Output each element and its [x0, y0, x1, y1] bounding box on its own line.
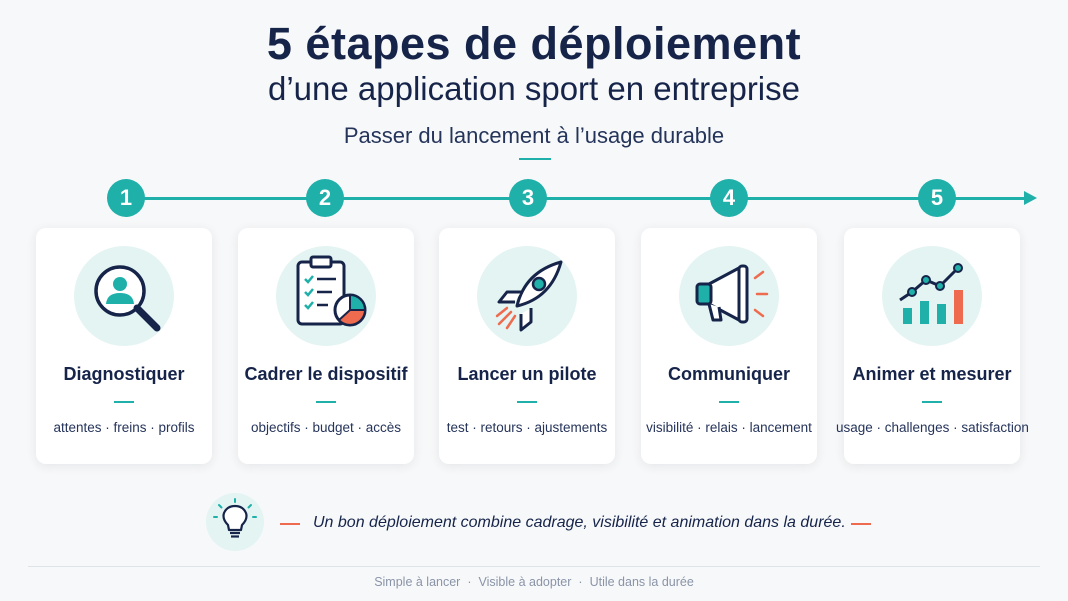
footer: Simple à lancer · Visible à adopter · Utile …	[0, 575, 1068, 589]
megaphone-icon	[679, 246, 779, 346]
page-subtitle: d’une application sport en entreprise	[267, 70, 800, 107]
clipboard-chart-icon	[276, 246, 376, 346]
rocket-icon	[477, 246, 577, 346]
step-dash-5	[922, 401, 942, 403]
footer-item-3: Utile dans la durée	[589, 575, 694, 589]
timeline-line	[128, 197, 1026, 200]
footer-divider	[28, 566, 1040, 567]
step-dash-3	[517, 401, 537, 403]
step-card-4: Communiquer visibilité · relais · lancem…	[641, 228, 817, 464]
quote-dash-right	[851, 523, 871, 525]
page-title: 5 étapes de déploiement	[266, 18, 802, 69]
tagline-underline	[519, 158, 551, 160]
step-number-2: 2	[306, 179, 344, 217]
lightbulb-icon	[206, 493, 264, 551]
step-card-5: Animer et mesurer usage · challenges · s…	[836, 228, 1029, 464]
footer-separator: ·	[467, 575, 472, 589]
step-title-3: Lancer un pilote	[457, 364, 597, 384]
step-number-5: 5	[918, 179, 956, 217]
step-title-1: Diagnostiquer	[63, 364, 185, 384]
step-number-1: 1	[107, 179, 145, 217]
search-user-icon	[74, 246, 174, 346]
tagline: Passer du lancement à l’usage durable	[343, 123, 725, 148]
step-card-3: Lancer un pilote test · retours · ajuste…	[439, 228, 615, 464]
step-desc-3: test · retours · ajustements	[446, 420, 608, 435]
quote-dash-left	[280, 523, 300, 525]
step-card-2: Cadrer le dispositif objectifs · budget …	[238, 228, 414, 464]
growth-chart-icon	[882, 246, 982, 346]
footer-item-1: Simple à lancer	[374, 575, 461, 589]
step-desc-5: usage · challenges · satisfaction	[836, 420, 1029, 435]
step-number-4: 4	[710, 179, 748, 217]
step-number-3: 3	[509, 179, 547, 217]
step-title-5: Animer et mesurer	[852, 364, 1012, 384]
step-card-1: Diagnostiquer attentes · freins · profil…	[36, 228, 212, 464]
step-desc-2: objectifs · budget · accès	[250, 420, 402, 435]
step-dash-1	[114, 401, 134, 403]
step-desc-1: attentes · freins · profils	[53, 420, 195, 435]
tip-text: Un bon déploiement combine cadrage, visi…	[313, 514, 846, 531]
timeline-arrow-icon	[1024, 191, 1037, 205]
step-desc-4: visibilité · relais · lancement	[646, 420, 812, 435]
footer-separator: ·	[578, 575, 583, 589]
step-title-4: Communiquer	[667, 364, 790, 384]
footer-item-2: Visible à adopter	[478, 575, 572, 589]
step-dash-2	[316, 401, 336, 403]
step-title-2: Cadrer le dispositif	[244, 364, 408, 384]
step-dash-4	[719, 401, 739, 403]
